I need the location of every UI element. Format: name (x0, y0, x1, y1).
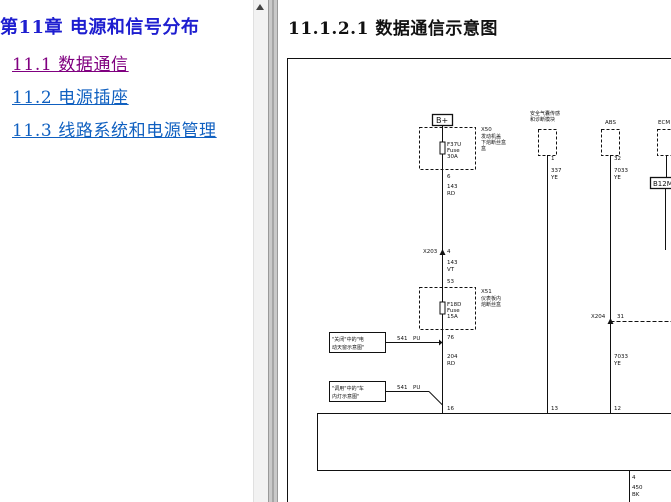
svg-text:PU: PU (413, 385, 420, 391)
toc-scrollbar[interactable] (253, 0, 269, 502)
svg-text:B12M: B12M (653, 180, 671, 188)
svg-text:内灯示意图": 内灯示意图" (332, 393, 359, 400)
svg-text:PU: PU (413, 336, 420, 342)
svg-text:X50: X50 (481, 127, 492, 133)
svg-text:7033: 7033 (614, 354, 628, 360)
fuse-block-x50 (419, 127, 476, 170)
svg-text:下熔断丝盒: 下熔断丝盒 (481, 139, 506, 146)
svg-text:Fuse: Fuse (447, 148, 460, 154)
svg-text:ABS: ABS (605, 120, 616, 126)
svg-text:450: 450 (632, 485, 643, 491)
svg-text:和诊断模块: 和诊断模块 (530, 116, 555, 123)
svg-text:ECM: ECM (658, 120, 670, 126)
svg-text:143: 143 (447, 184, 458, 190)
svg-text:32: 32 (614, 156, 621, 162)
content-pane: 11.1.2.1 数据通信示意图 B+ F37U Fuse 30A X50 发动… (279, 0, 671, 502)
svg-text:X204: X204 (591, 314, 606, 320)
svg-text:X203: X203 (423, 249, 438, 255)
svg-text:RD: RD (447, 191, 455, 197)
svg-text:12: 12 (614, 406, 621, 412)
schematic-diagram: B+ F37U Fuse 30A X50 发动机盖 下熔断丝盒 盒 6 143 … (287, 58, 671, 502)
diagram-frame (287, 58, 671, 502)
main-module-box (317, 413, 671, 471)
svg-text:安全气囊传感: 安全气囊传感 (530, 110, 560, 117)
toc-link-data-communication[interactable]: 11.1 数据通信 (12, 55, 129, 75)
fuse-f37u-icon (439, 141, 446, 155)
toc-link-wiring-power-management[interactable]: 11.3 线路系统和电源管理 (12, 121, 217, 141)
svg-text:143: 143 (447, 260, 458, 266)
svg-text:发动机盖: 发动机盖 (481, 133, 501, 140)
svg-text:仪表板内: 仪表板内 (481, 295, 501, 302)
svg-text:541: 541 (397, 336, 408, 342)
svg-text:31: 31 (617, 314, 624, 320)
section-title: 11.1.2.1 数据通信示意图 (288, 19, 498, 39)
svg-text:YE: YE (613, 175, 621, 181)
toc-link-power-outlets[interactable]: 11.2 电源插座 (12, 88, 129, 108)
svg-text:"关闭"中的"电: "关闭"中的"电 (332, 336, 364, 343)
pane-splitter[interactable] (268, 0, 278, 502)
svg-text:541: 541 (397, 385, 408, 391)
svg-text:熔断丝盒: 熔断丝盒 (481, 301, 501, 308)
svg-text:7033: 7033 (614, 168, 628, 174)
svg-text:4: 4 (632, 475, 636, 481)
svg-text:30A: 30A (447, 154, 458, 160)
svg-text:"调用"中的"车: "调用"中的"车 (332, 385, 364, 392)
scroll-up-arrow-icon[interactable] (256, 4, 264, 10)
svg-text:BK: BK (632, 492, 640, 498)
svg-text:YE: YE (613, 361, 621, 367)
svg-text:15A: 15A (447, 314, 458, 320)
airbag-module-box (538, 129, 557, 156)
svg-text:RD: RD (447, 361, 455, 367)
abs-module-box (601, 129, 620, 156)
fuse-block-x51 (419, 287, 476, 330)
svg-text:YE: YE (550, 175, 558, 181)
battery-label: B+ (436, 116, 448, 125)
svg-text:F37U: F37U (447, 142, 461, 148)
svg-text:1: 1 (551, 156, 555, 162)
svg-text:Fuse: Fuse (447, 308, 460, 314)
svg-text:F18D: F18D (447, 302, 461, 308)
svg-text:13: 13 (551, 406, 558, 412)
svg-text:盒: 盒 (481, 145, 486, 152)
svg-text:X51: X51 (481, 289, 492, 295)
fuse-f18d-icon (439, 301, 446, 315)
svg-text:4: 4 (447, 249, 451, 255)
svg-text:204: 204 (447, 354, 458, 360)
svg-text:53: 53 (447, 279, 454, 285)
ecm-module-box (657, 129, 671, 156)
chapter-title: 第11章 电源和信号分布 (0, 17, 200, 38)
svg-text:16: 16 (447, 406, 454, 412)
svg-text:动天窗示意图": 动天窗示意图" (332, 344, 364, 351)
toc-pane: 第11章 电源和信号分布 11.1 数据通信 11.2 电源插座 11.3 线路… (0, 0, 253, 502)
svg-text:6: 6 (447, 174, 451, 180)
svg-text:337: 337 (551, 168, 562, 174)
svg-text:76: 76 (447, 335, 454, 341)
svg-text:VT: VT (447, 267, 455, 273)
